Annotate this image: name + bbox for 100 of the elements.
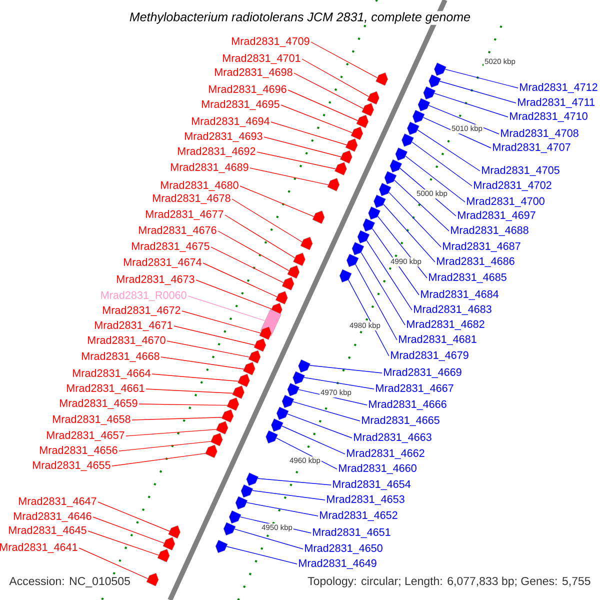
gene-label: Mrad2831_4668 (82, 352, 160, 362)
gene-feature (402, 133, 414, 147)
gene-label: Mrad2831_4666 (369, 400, 446, 410)
gene-feature (407, 122, 420, 135)
leader-line (282, 426, 346, 454)
leader-line (310, 42, 378, 78)
gene-feature (215, 540, 228, 554)
gene-label: Mrad2831_4661 (67, 384, 144, 394)
leader-line (280, 104, 352, 134)
gene-feature (254, 338, 266, 352)
gene-feature (412, 110, 425, 124)
gene-label: Mrad2831_4694 (192, 117, 270, 127)
gene-label: Mrad2831_4664 (73, 369, 150, 379)
leader-line (132, 417, 222, 420)
gene-label: Mrad2831_4692 (178, 147, 256, 157)
leader-line (88, 530, 159, 556)
gene-label: Mrad2831_4673 (117, 275, 194, 285)
gene-feature (238, 374, 250, 388)
leader-line (160, 356, 244, 370)
title: Methylobacterium radiotolerans JCM 2831, complete genome (128, 11, 472, 25)
leader-line (146, 388, 234, 394)
gene-feature (434, 62, 446, 76)
leader-line (218, 230, 290, 272)
gene-label: Mrad2831_4687 (443, 242, 520, 252)
gene-feature (157, 549, 170, 562)
gene-feature (271, 418, 284, 432)
gene-feature (312, 210, 325, 224)
gene-feature (339, 269, 352, 282)
gene-feature (216, 421, 228, 434)
gene-label: Mrad2831_4656 (40, 446, 118, 456)
gene-label: Mrad2831_4663 (354, 433, 432, 443)
gene-feature (384, 171, 397, 184)
gene-feature (368, 206, 380, 220)
gene-feature (287, 383, 300, 396)
gene-label: Mrad2831_R0060 (101, 291, 186, 301)
leader-line (302, 58, 370, 97)
genome-info-text: Topology: circular; Length: 6,077,833 bp; Genes: 5,755 (306, 576, 592, 588)
leader-line (78, 548, 148, 580)
gene-label: Mrad2831_4655 (33, 461, 110, 471)
gene-label: Mrad2831_4659 (60, 399, 138, 409)
gene-label: Mrad2831_4698 (215, 68, 292, 78)
gene-label: Mrad2831_4697 (458, 211, 536, 221)
gene-label: Mrad2831_4646 (14, 512, 92, 522)
gene-label: Mrad2831_4711 (518, 98, 595, 108)
gene-feature (362, 218, 376, 232)
gene-feature (275, 291, 288, 304)
gene-label: Mrad2831_4660 (339, 464, 416, 474)
gene-label: Mrad2831_4700 (467, 197, 544, 207)
gene-label: Mrad2831_4652 (320, 511, 398, 521)
gene-label: Mrad2831_4650 (305, 544, 382, 554)
leader-line (434, 92, 508, 118)
leader-line (288, 90, 358, 121)
leader-line (348, 280, 390, 356)
gene-feature (168, 525, 180, 539)
leader-line (174, 326, 256, 346)
gene-feature (240, 484, 254, 498)
leader-line (226, 546, 298, 564)
gene-feature (242, 362, 256, 376)
leader-line (388, 192, 442, 248)
leader-line (98, 502, 170, 532)
gene-label: Mrad2831_4677 (146, 210, 224, 220)
leader-line (292, 401, 360, 422)
gene-feature (298, 359, 310, 373)
leader-line (258, 478, 332, 486)
gene-label: Mrad2831_4645 (9, 526, 86, 536)
gene-label: Mrad2831_4707 (493, 143, 570, 153)
leader-line (294, 72, 364, 109)
gene-feature (340, 150, 352, 164)
gene-label: Mrad2831_4686 (437, 257, 514, 267)
gene-label: Mrad2831_4649 (299, 559, 376, 569)
gene-label: Mrad2831_4712 (520, 83, 598, 93)
gene-label: Mrad2831_4688 (451, 226, 528, 236)
leader-line (188, 296, 266, 322)
leader-line (428, 105, 500, 134)
gene-feature (226, 398, 240, 411)
leader-line (182, 310, 261, 334)
leader-line (366, 240, 412, 310)
gene-feature (350, 126, 364, 140)
leader-line (118, 441, 211, 452)
leader-line (92, 516, 164, 544)
leader-line (422, 117, 492, 148)
gene-label: Mrad2831_4675 (132, 242, 210, 252)
gene-label: Mrad2831_4701 (223, 54, 300, 64)
leader-line (360, 252, 406, 326)
gene-label: Mrad2831_4708 (501, 129, 578, 139)
leader-line (246, 502, 318, 516)
gene-feature (346, 254, 359, 268)
gene-feature (287, 265, 300, 279)
gene-feature (235, 496, 248, 510)
gene-label: Mrad2831_4676 (139, 226, 216, 236)
gene-feature (205, 444, 218, 458)
gene-label: Mrad2831_4670 (88, 336, 166, 346)
gene-label: Mrad2831_4680 (161, 181, 238, 191)
gene-feature (362, 103, 374, 116)
gene-label: Mrad2831_4689 (171, 163, 248, 173)
gene-feature (327, 178, 340, 192)
leader-line (166, 340, 250, 358)
leader-line (250, 168, 329, 186)
gene-label: Mrad2831_4710 (510, 112, 588, 122)
gene-label: Mrad2831_4693 (185, 132, 262, 142)
